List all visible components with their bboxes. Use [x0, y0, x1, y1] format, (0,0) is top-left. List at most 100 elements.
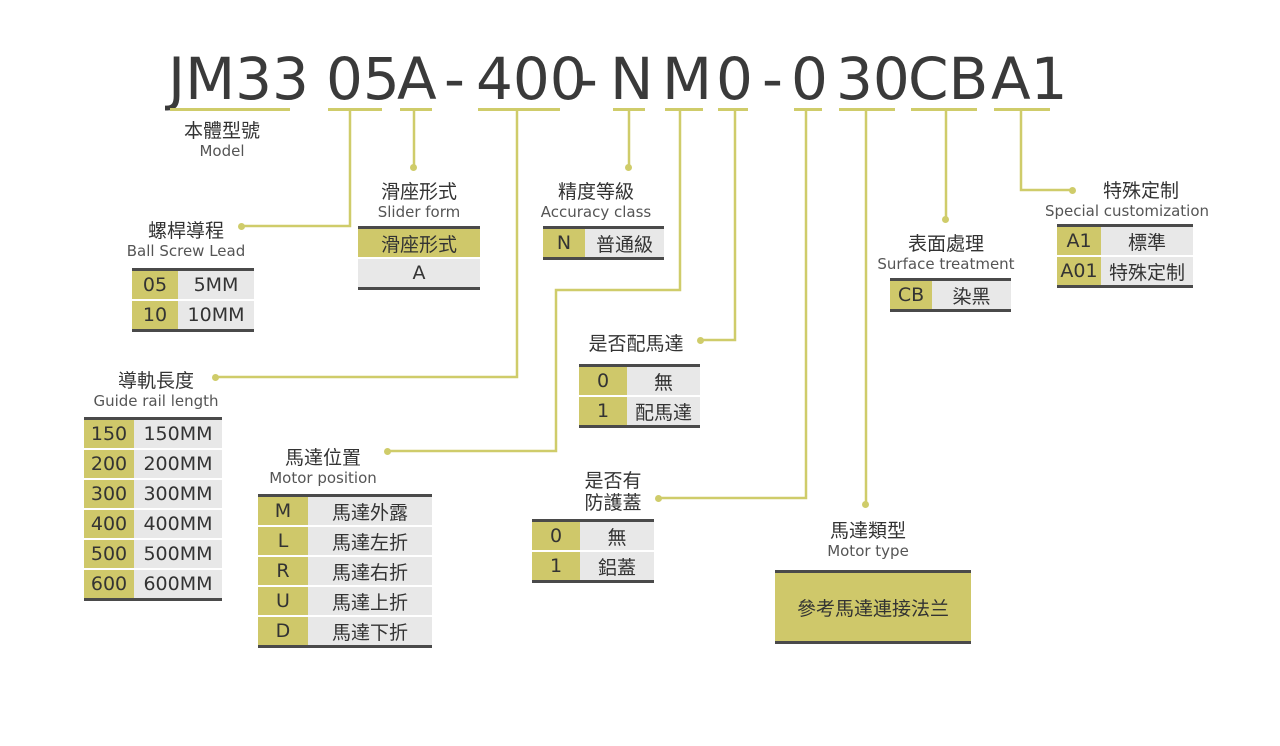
motor-type-box: 參考馬達連接法兰	[775, 570, 971, 644]
underline-slider	[400, 108, 432, 111]
rail-value: 500MM	[134, 540, 222, 568]
underline-motor-yn	[718, 108, 748, 111]
slider-header: 滑座形式	[358, 229, 480, 257]
motor-pos-value: 馬達左折	[308, 527, 432, 555]
special-label: 特殊定制 Special customization	[1044, 180, 1210, 220]
code-dash-1: -	[444, 45, 465, 113]
motor-yn-value: 無	[627, 367, 700, 395]
model-label-en: Model	[199, 142, 245, 160]
motor-pos-value: 馬達上折	[308, 587, 432, 615]
code-slider: A	[397, 45, 437, 113]
motor-pos-value: 馬達外露	[308, 497, 432, 525]
lead-code: 05	[132, 271, 178, 299]
lead-label-en: Ball Screw Lead	[126, 242, 246, 260]
motor-type-label-zh: 馬達類型	[829, 520, 906, 542]
motor-yn-label: 是否配馬達	[580, 333, 692, 355]
code-motor-pos: M	[662, 45, 713, 113]
table-row: A	[358, 259, 480, 287]
underline-special	[994, 108, 1050, 111]
dot-special	[1069, 187, 1076, 194]
motor-yn-code: 1	[579, 397, 627, 425]
motor-pos-code: M	[258, 497, 308, 525]
slider-label-en: Slider form	[377, 203, 461, 221]
cover-code: 1	[532, 552, 580, 580]
connector-special	[1019, 111, 1073, 192]
underline-model	[170, 108, 290, 111]
code-rail: 400	[476, 45, 587, 113]
lead-value: 10MM	[178, 301, 254, 329]
special-code: A01	[1057, 257, 1101, 285]
special-label-zh: 特殊定制	[1102, 180, 1179, 202]
code-motor-type: 30	[836, 45, 910, 113]
rail-value: 300MM	[134, 480, 222, 508]
lead-label-zh: 螺桿導程	[147, 220, 224, 242]
cover-value: 鋁蓋	[580, 552, 654, 580]
special-label-en: Special customization	[1044, 202, 1210, 220]
rail-value: 400MM	[134, 510, 222, 538]
dot-cover	[655, 495, 662, 502]
surface-label: 表面處理 Surface treatment	[876, 233, 1016, 273]
cover-label-zh-1: 是否有	[584, 470, 642, 492]
code-dash-3: -	[762, 45, 783, 113]
underline-motor-type	[839, 108, 895, 111]
model-label-zh: 本體型號	[183, 120, 260, 142]
special-value: 標準	[1101, 227, 1193, 255]
code-motor-yn: 0	[716, 45, 753, 113]
slider-label: 滑座形式 Slider form	[358, 181, 480, 221]
code-model: JM33	[168, 45, 309, 113]
code-dash-2: -	[577, 45, 598, 113]
rail-code: 200	[84, 450, 134, 478]
surface-label-en: Surface treatment	[877, 255, 1015, 273]
motor-pos-label-en: Motor position	[269, 469, 377, 487]
accuracy-code: N	[543, 229, 585, 257]
underline-surface	[911, 108, 977, 111]
cover-label: 是否有 防護蓋	[578, 470, 648, 514]
rail-value: 150MM	[134, 420, 222, 448]
motor-pos-label: 馬達位置 Motor position	[262, 447, 384, 487]
underline-motor-pos	[665, 108, 703, 111]
cover-code: 0	[532, 522, 580, 550]
connector-cover	[659, 111, 808, 500]
dot-surface	[942, 216, 949, 223]
motor-pos-label-zh: 馬達位置	[284, 447, 361, 469]
accuracy-value: 普通級	[585, 229, 664, 257]
surface-code: CB	[890, 281, 932, 309]
rail-label-zh: 導軌長度	[117, 370, 194, 392]
dot-motor-pos	[384, 448, 391, 455]
slider-value: A	[358, 259, 480, 287]
rail-label-en: Guide rail length	[93, 392, 219, 410]
slider-table: 滑座形式 A	[358, 226, 480, 290]
connector-rail	[216, 111, 519, 379]
dot-slider	[410, 164, 417, 171]
rail-code: 600	[84, 570, 134, 598]
motor-type-label-en: Motor type	[827, 542, 909, 560]
rail-code: 300	[84, 480, 134, 508]
rail-code: 400	[84, 510, 134, 538]
code-lead: 05	[326, 45, 400, 113]
motor-yn-label-zh: 是否配馬達	[588, 333, 684, 355]
underline-accuracy	[613, 108, 645, 111]
accuracy-label: 精度等級 Accuracy class	[540, 181, 652, 221]
cover-value: 無	[580, 522, 654, 550]
accuracy-label-zh: 精度等級	[557, 181, 634, 203]
